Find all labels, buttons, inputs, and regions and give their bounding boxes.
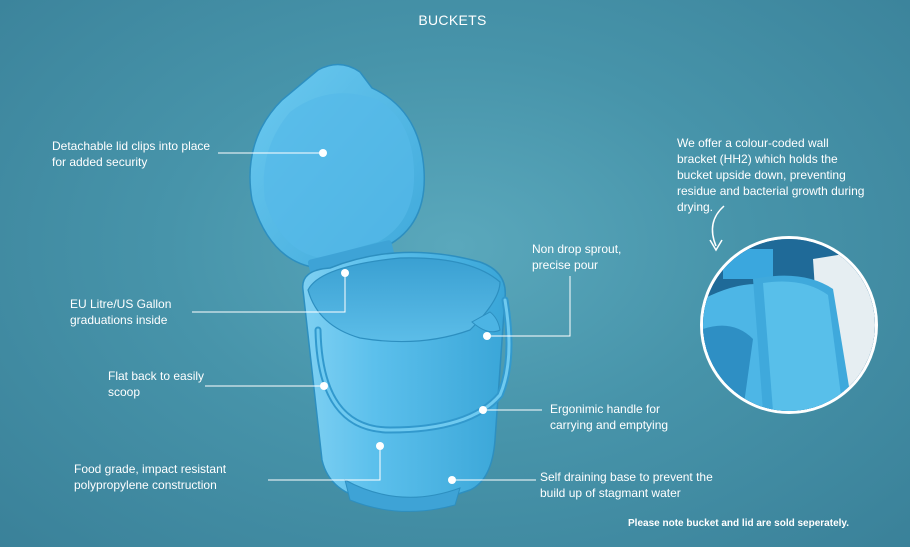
lid-callout: Detachable lid clips into place for adde… (52, 139, 211, 169)
bracket-callout: We offer a colour-coded wall bracket (HH… (677, 136, 865, 214)
graduations-callout: EU Litre/US Gallon graduations inside (70, 297, 172, 327)
base-callout: Self draining base to prevent the build … (540, 470, 713, 500)
spout-callout: Non drop sprout, precise pour (532, 242, 622, 272)
handle-callout: Ergonimic handle for carrying and emptyi… (550, 402, 669, 432)
footer-note: Please note bucket and lid are sold sepe… (628, 518, 850, 529)
callout-lines (192, 152, 571, 481)
callout-dots (319, 149, 491, 484)
wall-bracket-photo (700, 236, 878, 414)
bucket-body (302, 251, 507, 512)
flat-back-callout: Flat back to easily scoop (108, 369, 205, 399)
bucket-lid (249, 63, 426, 276)
arrow-icon (711, 205, 725, 247)
material-callout: Food grade, impact resistant polypropyle… (74, 462, 227, 492)
page-title: BUCKETS (418, 12, 487, 28)
